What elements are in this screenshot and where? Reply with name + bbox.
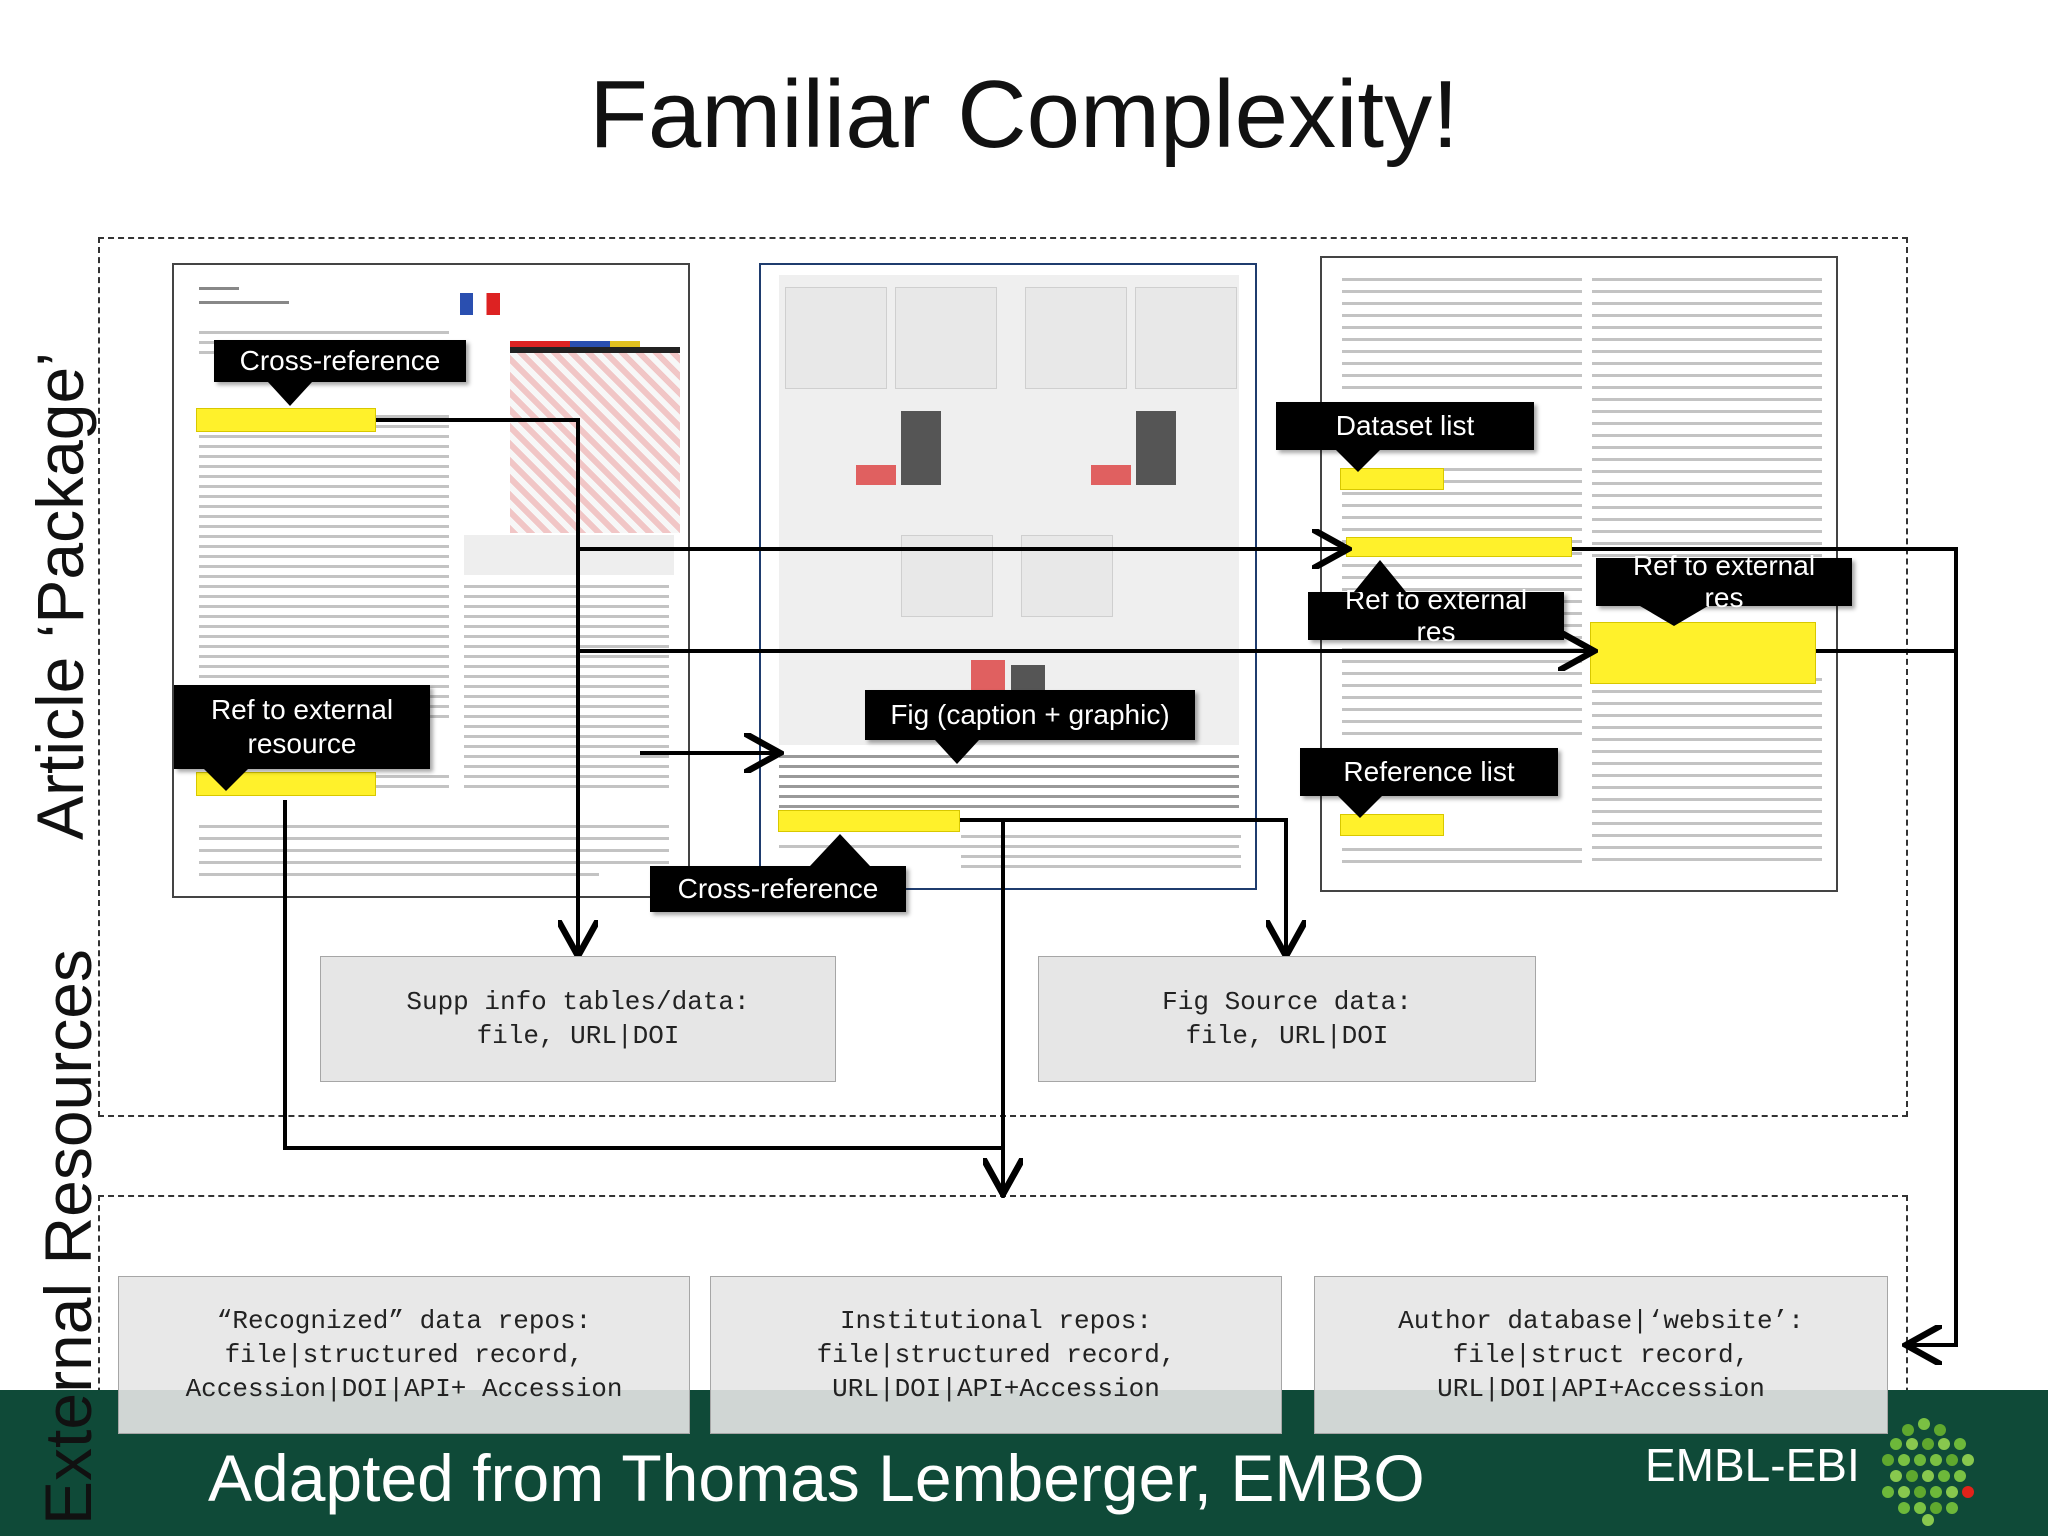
recognized-repos-box: “Recognized” data repos: file|structured… bbox=[118, 1276, 690, 1434]
slide-title: Familiar Complexity! bbox=[589, 61, 1459, 168]
author-database-box: Author database|‘website’: file|struct r… bbox=[1314, 1276, 1888, 1434]
callout-cross-reference-left: Cross-reference bbox=[214, 340, 466, 382]
callout-dataset-list: Dataset list bbox=[1276, 402, 1534, 450]
arrow-cross-ref-to-supp-info bbox=[376, 418, 578, 952]
supp-info-box: Supp info tables/data: file, URL|DOI bbox=[320, 956, 836, 1082]
fig-source-box: Fig Source data: file, URL|DOI bbox=[1038, 956, 1536, 1082]
callout-reference-list: Reference list bbox=[1300, 748, 1558, 796]
embl-ebi-logo-icon bbox=[1878, 1418, 1982, 1526]
callout-fig-caption-graphic: Fig (caption + graphic) bbox=[865, 690, 1195, 740]
external-resources-label: External Resources bbox=[31, 949, 105, 1525]
highlight-reference-list bbox=[1340, 814, 1444, 836]
highlight-cross-ref-fig bbox=[778, 810, 960, 832]
institutional-repos-box: Institutional repos: file|structured rec… bbox=[710, 1276, 1282, 1434]
arrow-ref-ext-mid-to-author-db bbox=[1572, 547, 1958, 1345]
arrow-fig-to-fig-source bbox=[960, 818, 1286, 952]
embl-ebi-logo-text: EMBL-EBI bbox=[1645, 1439, 1860, 1491]
callout-ref-to-external-res-right: Ref to external res bbox=[1596, 550, 1852, 613]
callout-ref-to-external-res-mid: Ref to external res bbox=[1308, 584, 1564, 647]
callout-cross-reference-mid: Cross-reference bbox=[650, 866, 906, 912]
footer-credit: Adapted from Thomas Lemberger, EMBO bbox=[208, 1441, 1425, 1515]
highlight-cross-ref-left bbox=[196, 408, 376, 432]
highlight-dataset-list bbox=[1340, 468, 1444, 490]
callout-ref-to-external-resource-left: Ref to external resource bbox=[174, 685, 430, 769]
